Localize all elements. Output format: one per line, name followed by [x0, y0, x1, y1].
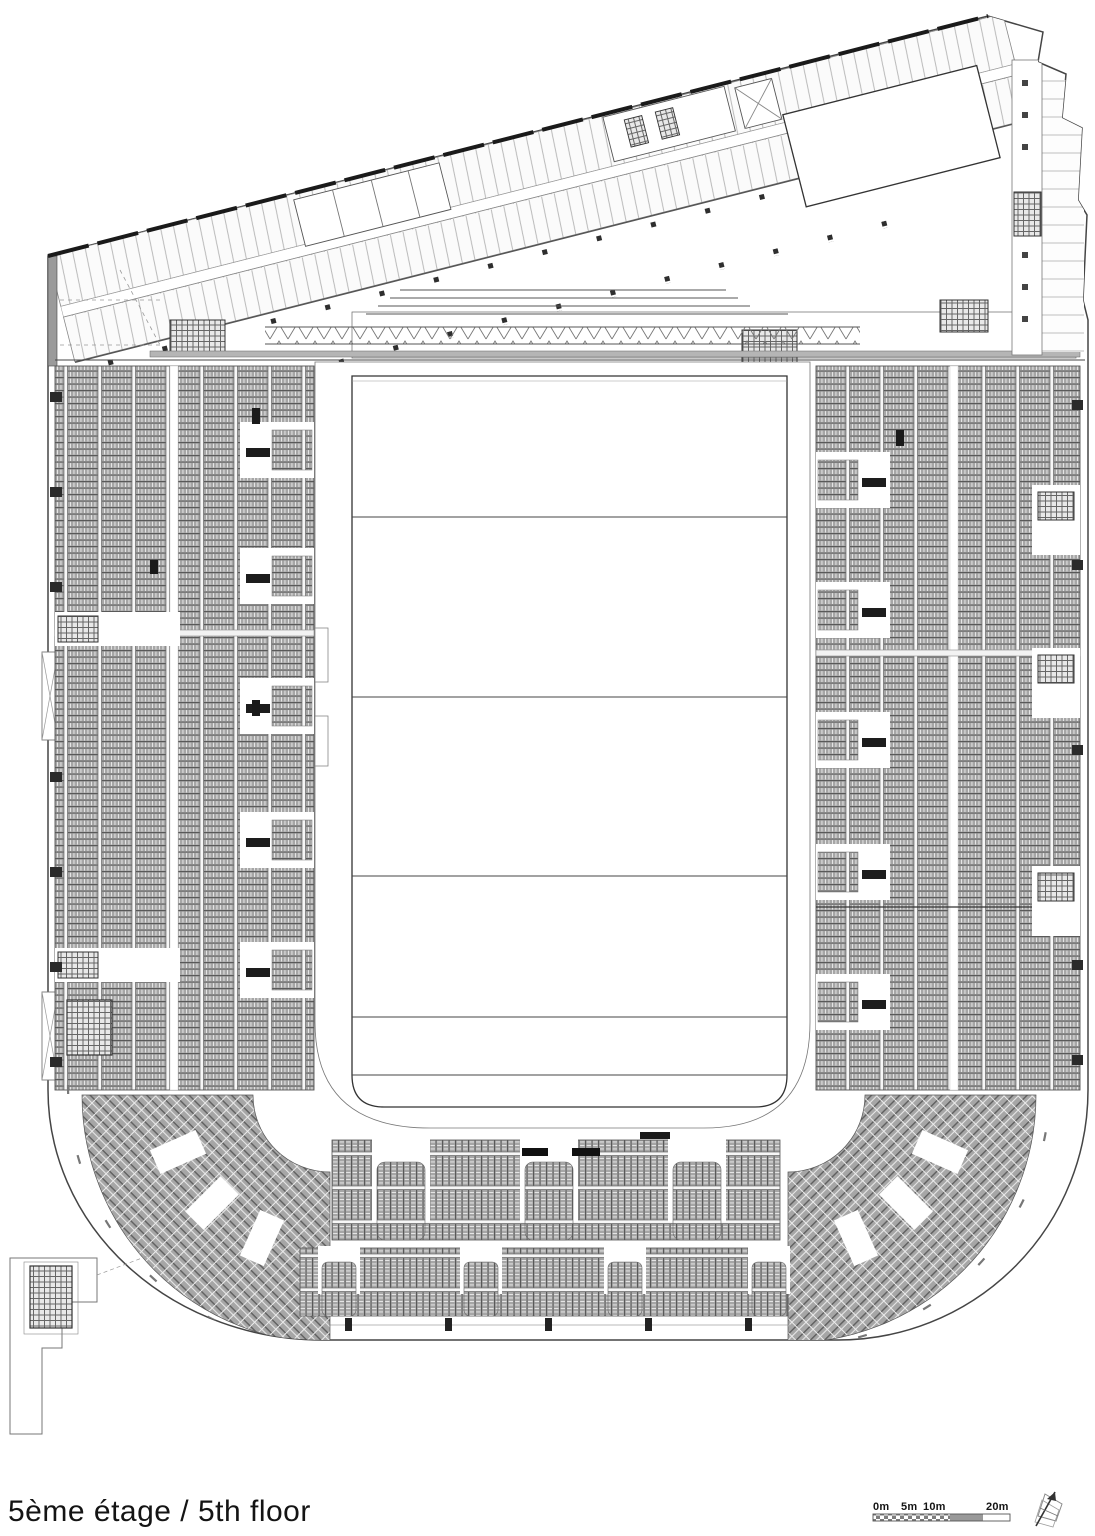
ramp-steps	[366, 289, 788, 315]
south-tribune	[299, 1138, 790, 1331]
scale-label-20m: 20m	[986, 1501, 1009, 1513]
roof-edge	[47, 14, 989, 258]
east-service-strip	[1011, 59, 1084, 356]
bench-box	[314, 627, 329, 683]
column-grid-row	[87, 130, 1011, 372]
scale-label-0m: 0m	[873, 1501, 889, 1513]
north-arrow-icon	[1034, 1491, 1063, 1528]
top-concourse	[48, 59, 1085, 367]
handrail-blocks	[150, 408, 904, 1139]
external-stair-tower	[9, 1254, 151, 1435]
east-stair-pockets	[1032, 485, 1080, 936]
facade-posts	[345, 1318, 752, 1331]
left-facade-stair-bump	[41, 651, 59, 1081]
scale-bar: 0m 5m 10m 20m	[872, 1501, 1011, 1522]
west-stair-pockets	[55, 612, 180, 1056]
west-tribune	[50, 365, 315, 1091]
west-wall-ticks	[50, 392, 62, 1067]
truss-band	[265, 326, 860, 345]
east-wall-ticks	[1072, 400, 1083, 1065]
floor-caption: 5ème étage / 5th floor	[8, 1495, 311, 1528]
scale-bar-gray-segment	[950, 1514, 983, 1521]
scale-bar-checker-segment	[873, 1514, 950, 1521]
southeast-corner-tribune	[787, 1084, 1052, 1340]
southwest-corner-tribune	[66, 1084, 331, 1340]
west-vomitories	[240, 422, 314, 998]
east-vomitories	[816, 452, 890, 1030]
large-hall-room	[782, 64, 1001, 208]
roof-void-beams	[352, 516, 787, 1076]
pitch-void	[351, 375, 788, 1108]
scale-bar-outline	[872, 1513, 1011, 1522]
east-tribune	[815, 365, 1083, 1091]
office-rooms	[293, 64, 1001, 247]
bench-box	[314, 715, 329, 767]
thick-west-wall	[48, 255, 58, 367]
scale-label-5m: 5m	[901, 1501, 917, 1513]
scale-label-10m: 10m	[923, 1501, 946, 1513]
top-office-band	[48, 16, 1031, 427]
